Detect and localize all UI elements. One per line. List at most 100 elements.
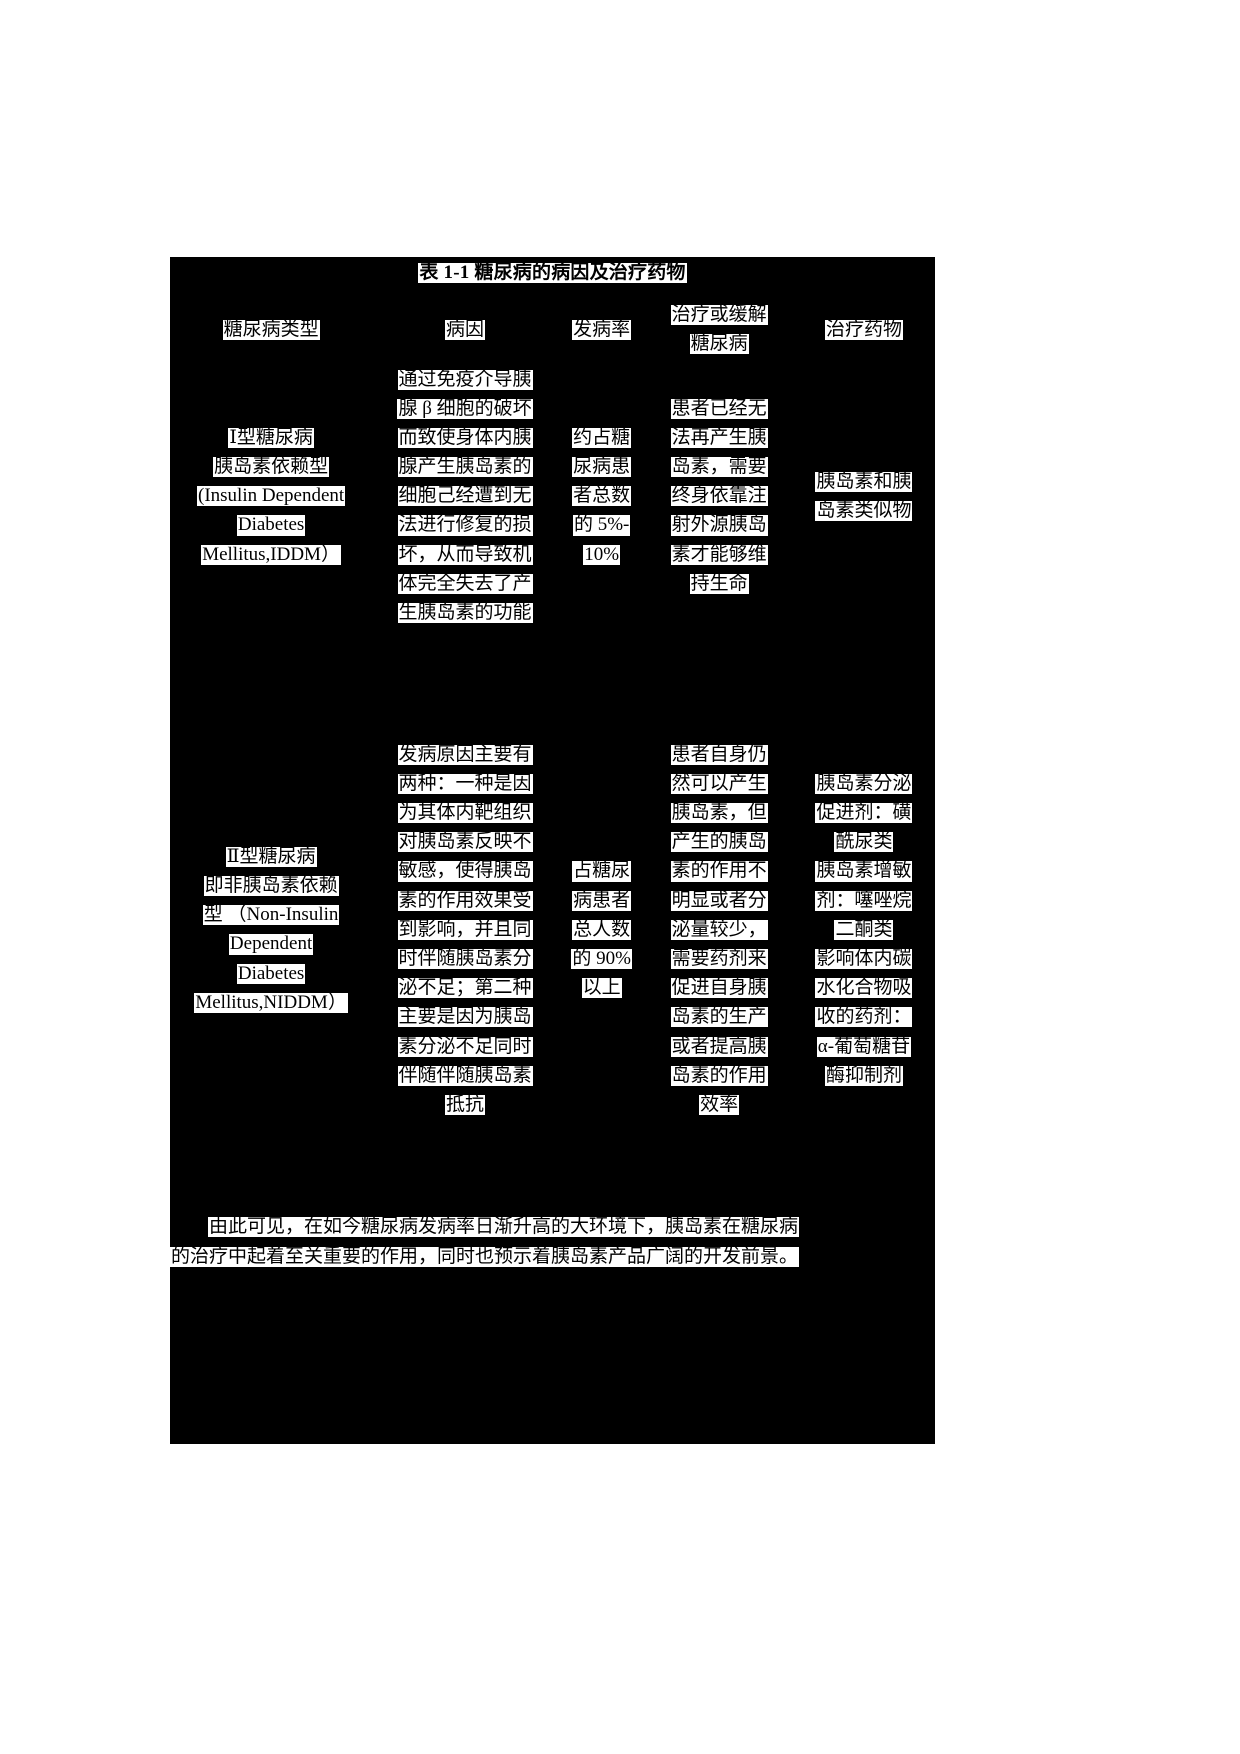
row1-drug-line-2: 岛素类似物 <box>815 499 913 521</box>
row2-drug-line-8: 水化合物吸 <box>815 977 913 999</box>
row2-cause-line-2: 两种：一种是因 <box>397 772 533 794</box>
row1-type-line-1: Ⅰ型糖尿病 <box>228 426 314 449</box>
row1-treatment-line-2: 法再产生胰 <box>670 426 768 449</box>
header-cell-drugs: 治疗药物 <box>793 301 935 359</box>
header-label-cause: 病因 <box>445 319 486 341</box>
cause-lines-row1: 通过免疫介导胰 腺 β 细胞的破坏 而致使身体内胰 腺产生胰岛素的 细胞己经遭到… <box>372 366 558 629</box>
cell-type-row2: Ⅱ型糖尿病 即非胰岛素依赖 型 （Non-Insulin Dependent D… <box>170 634 372 1226</box>
row2-cause-line-3: 为其体内靶组织 <box>397 802 533 824</box>
row2-type-line-4: Dependent <box>228 933 314 955</box>
cell-drugs-row1: 胰岛素和胰 岛素类似物 <box>793 359 935 634</box>
row2-drug-line-11: 酶抑制剂 <box>824 1064 903 1086</box>
cell-treatment-row2: 患者自身仍 然可以产生 胰岛素，但 产生的胰岛 素的作用不 明显或者分 泌量较少… <box>645 634 793 1226</box>
row1-cause-line-1: 通过免疫介导胰 <box>397 368 533 390</box>
header-cell-incidence: 发病率 <box>558 301 645 359</box>
cell-incidence-row2: 占糖尿 病患者 总人数 的 90% 以上 <box>558 634 645 1226</box>
row1-drug-line-1: 胰岛素和胰 <box>815 470 913 492</box>
row1-cause-line-5: 细胞己经遭到无 <box>397 485 533 507</box>
row1-cause-line-8: 体完全失去了产 <box>397 572 533 594</box>
row2-incidence-line-5: 以上 <box>581 977 622 999</box>
incidence-lines-row2: 占糖尿 病患者 总人数 的 90% 以上 <box>558 857 645 1003</box>
cell-type-row1: Ⅰ型糖尿病 胰岛素依赖型 (Insulin Dependent Diabetes… <box>170 359 372 634</box>
header-label-incidence: 发病率 <box>572 319 632 341</box>
drug-lines-row1: 胰岛素和胰 岛素类似物 <box>793 468 935 526</box>
cause-lines-row2: 发病原因主要有 两种：一种是因 为其体内靶组织 对胰岛素反映不 敏感，使得胰岛 … <box>372 741 558 1120</box>
row2-cause-line-12: 伴随伴随胰岛素 <box>397 1064 533 1086</box>
row1-type-line-3: (Insulin Dependent <box>197 485 346 507</box>
row2-treatment-line-7: 泌量较少， <box>670 918 768 940</box>
row1-cause-line-9: 生胰岛素的功能 <box>397 602 533 624</box>
row1-type-line-2: 胰岛素依赖型 <box>213 456 330 478</box>
row2-type-line-5: Diabetes <box>236 962 306 984</box>
row1-treatment-line-4: 终身依靠注 <box>670 485 768 507</box>
row1-incidence-line-3: 者总数 <box>572 485 632 507</box>
row2-cause-line-11: 素分泌不足同时 <box>397 1035 533 1057</box>
header-label-drugs: 治疗药物 <box>824 319 903 341</box>
row2-treatment-line-2: 然可以产生 <box>670 772 768 794</box>
row2-treatment-line-9: 促进自身胰 <box>670 977 768 999</box>
row2-cause-line-9: 泌不足；第二种 <box>397 977 533 999</box>
treatment-lines-row1: 患者已经无 法再产生胰 岛素，需要 终身依靠注 射外源胰岛 素才能够维 持生命 <box>645 395 793 599</box>
row2-drug-line-1: 胰岛素分泌 <box>815 772 913 794</box>
header-label-treatment: 治疗或缓解 糖尿病 <box>645 301 793 359</box>
type-lines-row2: Ⅱ型糖尿病 即非胰岛素依赖 型 （Non-Insulin Dependent D… <box>170 843 372 1018</box>
row1-treatment-line-5: 射外源胰岛 <box>670 514 768 536</box>
row2-drug-line-6: 二酮类 <box>834 918 894 940</box>
header-cell-cause: 病因 <box>372 301 558 359</box>
header-treatment-line-1: 治疗或缓解 <box>670 304 768 326</box>
row2-treatment-line-11: 或者提高胰 <box>670 1035 768 1057</box>
footer-paragraph-line-2: 的治疗中起着至关重要的作用，同时也预示着胰岛素产品广阔的开发前景。 <box>170 1246 800 1268</box>
type-lines-row1: Ⅰ型糖尿病 胰岛素依赖型 (Insulin Dependent Diabetes… <box>170 424 372 570</box>
row2-cause-line-8: 时伴随胰岛素分 <box>397 947 533 970</box>
treatment-lines-row2: 患者自身仍 然可以产生 胰岛素，但 产生的胰岛 素的作用不 明显或者分 泌量较少… <box>645 741 793 1120</box>
row2-cause-line-10: 主要是因为胰岛 <box>397 1006 533 1028</box>
row2-incidence-line-3: 总人数 <box>572 918 632 940</box>
row2-type-line-2: 即非胰岛素依赖 <box>203 875 339 897</box>
row1-cause-line-4: 腺产生胰岛素的 <box>397 456 533 478</box>
row2-treatment-line-5: 素的作用不 <box>670 860 768 882</box>
table-header-row: 糖尿病类型 病因 发病率 治疗或缓解 糖尿病 <box>170 301 935 359</box>
table-caption: 表 1-1 糖尿病的病因及治疗药物 <box>170 257 935 284</box>
row1-incidence-line-5: 10% <box>583 543 621 565</box>
row2-drug-line-3: 酰尿类 <box>834 831 894 853</box>
row2-cause-line-5: 敏感，使得胰岛 <box>397 860 533 882</box>
row2-cause-line-1: 发病原因主要有 <box>397 743 533 765</box>
row2-cause-line-13: 抵抗 <box>445 1093 486 1116</box>
row2-incidence-line-4: 的 90% <box>571 947 632 970</box>
cell-drugs-row2: 胰岛素分泌 促进剂：磺 酰尿类 胰岛素增敏 剂：噻唑烷 二酮类 影响体内碳 水化… <box>793 634 935 1226</box>
row2-treatment-line-10: 岛素的生产 <box>670 1006 768 1028</box>
row2-cause-line-7: 到影响，并且同 <box>397 918 533 940</box>
inverted-scan-area: 表 1-1 糖尿病的病因及治疗药物 糖尿病类型 病因 发病率 <box>170 257 935 1444</box>
header-treatment-line-2: 糖尿病 <box>689 333 749 355</box>
row1-cause-line-6: 法进行修复的损 <box>397 514 533 536</box>
row1-type-line-5: Mellitus,IDDM） <box>201 543 341 565</box>
table-row: Ⅱ型糖尿病 即非胰岛素依赖 型 （Non-Insulin Dependent D… <box>170 634 935 1226</box>
row2-treatment-line-13: 效率 <box>699 1093 740 1116</box>
row2-drug-line-4: 胰岛素增敏 <box>815 860 913 882</box>
row2-cause-line-6: 素的作用效果受 <box>397 889 533 911</box>
header-cell-type: 糖尿病类型 <box>170 301 372 359</box>
table-caption-text: 表 1-1 糖尿病的病因及治疗药物 <box>418 262 687 284</box>
row2-treatment-line-6: 明显或者分 <box>670 889 768 911</box>
row2-treatment-line-3: 胰岛素，但 <box>670 802 768 824</box>
row2-drug-line-7: 影响体内碳 <box>815 947 913 970</box>
table-row: Ⅰ型糖尿病 胰岛素依赖型 (Insulin Dependent Diabetes… <box>170 359 935 634</box>
row1-incidence-line-4: 的 5%- <box>572 514 631 536</box>
cell-treatment-row1: 患者已经无 法再产生胰 岛素，需要 终身依靠注 射外源胰岛 素才能够维 持生命 <box>645 359 793 634</box>
row1-cause-line-2: 腺 β 细胞的破坏 <box>397 397 533 419</box>
row1-cause-line-3: 而致使身体内胰 <box>397 426 533 449</box>
row1-treatment-line-7: 持生命 <box>689 572 749 594</box>
drug-lines-row2: 胰岛素分泌 促进剂：磺 酰尿类 胰岛素增敏 剂：噻唑烷 二酮类 影响体内碳 水化… <box>793 770 935 1091</box>
cell-cause-row1: 通过免疫介导胰 腺 β 细胞的破坏 而致使身体内胰 腺产生胰岛素的 细胞己经遭到… <box>372 359 558 634</box>
row2-treatment-line-8: 需要药剂来 <box>670 947 768 970</box>
row2-drug-line-5: 剂：噻唑烷 <box>815 889 913 911</box>
row2-treatment-line-4: 产生的胰岛 <box>670 831 768 853</box>
row2-drug-line-2: 促进剂：磺 <box>815 802 913 824</box>
row2-treatment-line-12: 岛素的作用 <box>670 1064 768 1086</box>
row1-cause-line-7: 坏，从而导致机 <box>397 543 533 565</box>
header-cell-treatment: 治疗或缓解 糖尿病 <box>645 301 793 359</box>
row1-incidence-line-2: 尿病患 <box>572 456 632 478</box>
row1-treatment-line-6: 素才能够维 <box>670 543 768 565</box>
cell-incidence-row1: 约占糖 尿病患 者总数 的 5%- 10% <box>558 359 645 634</box>
